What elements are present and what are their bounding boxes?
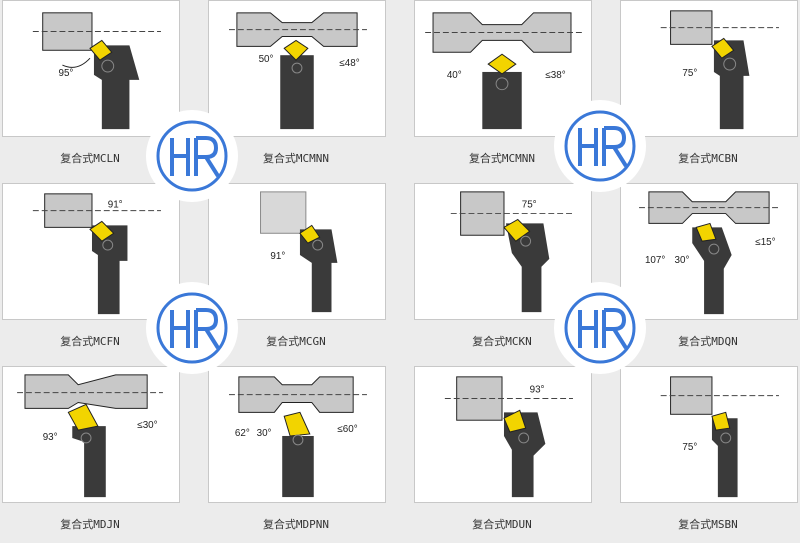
tool-card-8[interactable]: 107° 30° ≤15° 复合式MDQN — [618, 183, 800, 364]
tool-caption: 复合式MCGN — [266, 335, 326, 348]
tool-diagram: 40° ≤38° — [414, 0, 592, 137]
tool-caption: 复合式MDJN — [60, 518, 120, 531]
tool-card-3[interactable]: 40° ≤38° 复合式MCMNN — [412, 0, 612, 181]
hr-logo-watermark — [554, 282, 646, 374]
angle-label: 30° — [257, 428, 272, 439]
hr-logo-watermark — [554, 100, 646, 192]
tool-caption: 复合式MDQN — [678, 335, 738, 348]
angle-label: ≤60° — [337, 424, 357, 435]
tool-diagram: 95° — [2, 0, 180, 137]
tool-diagram: 93° — [414, 366, 592, 503]
tool-card-11[interactable]: 93° 复合式MDUN — [412, 366, 612, 543]
tool-caption: 复合式MCMNN — [262, 152, 330, 165]
angle-label: 107° — [645, 255, 665, 266]
tool-caption: 复合式MCKN — [472, 335, 532, 348]
angle-label: 91° — [270, 251, 285, 262]
tool-card-12[interactable]: 75° 复合式MSBN — [618, 366, 800, 543]
angle-label: 75° — [682, 442, 697, 453]
hr-logo-watermark — [146, 110, 238, 202]
tool-diagram: 107° 30° ≤15° — [620, 183, 798, 320]
tool-card-1[interactable]: 95° 复合式MCLN — [0, 0, 200, 181]
tool-diagram: 62° 30° ≤60° — [208, 366, 386, 503]
angle-label: ≤38° — [545, 70, 565, 81]
tool-caption: 复合式MDPNN — [262, 518, 330, 531]
tool-caption: 复合式MCBN — [678, 152, 738, 165]
tool-caption: 复合式MCMNN — [468, 152, 536, 165]
angle-label: 95° — [58, 68, 73, 79]
angle-label: ≤15° — [755, 237, 775, 248]
tool-diagram: 93° ≤30° — [2, 366, 180, 503]
angle-label: ≤48° — [339, 58, 359, 69]
angle-label: 50° — [259, 54, 274, 65]
angle-label: 91° — [108, 200, 123, 211]
angle-label: 40° — [447, 70, 462, 81]
tool-diagram: 75° — [414, 183, 592, 320]
tool-caption: 复合式MSBN — [678, 518, 738, 531]
tool-card-6[interactable]: 91° 复合式MCGN — [206, 183, 406, 364]
angle-label: 62° — [235, 428, 250, 439]
tool-diagram: 91° — [208, 183, 386, 320]
tool-caption: 复合式MDUN — [472, 518, 532, 531]
tool-diagram: 91° — [2, 183, 180, 320]
tool-card-4[interactable]: 75° 复合式MCBN — [618, 0, 800, 181]
angle-label: 75° — [522, 200, 537, 211]
tool-card-9[interactable]: 93° ≤30° 复合式MDJN — [0, 366, 200, 543]
angle-label: 75° — [682, 68, 697, 79]
tool-card-5[interactable]: 91° 复合式MCFN — [0, 183, 200, 364]
angle-label: 30° — [675, 255, 690, 266]
angle-label: 93° — [43, 432, 58, 443]
angle-label: 93° — [530, 385, 545, 396]
tool-diagram: 50° ≤48° — [208, 0, 386, 137]
tool-card-7[interactable]: 75° 复合式MCKN — [412, 183, 612, 364]
angle-label: ≤30° — [137, 420, 157, 431]
tool-caption: 复合式MCLN — [60, 152, 120, 165]
hr-logo-watermark — [146, 282, 238, 374]
tool-card-10[interactable]: 62° 30° ≤60° 复合式MDPNN — [206, 366, 406, 543]
tool-card-2[interactable]: 50° ≤48° 复合式MCMNN — [206, 0, 406, 181]
tool-diagram: 75° — [620, 0, 798, 137]
tool-diagram: 75° — [620, 366, 798, 503]
tool-caption: 复合式MCFN — [60, 335, 120, 348]
